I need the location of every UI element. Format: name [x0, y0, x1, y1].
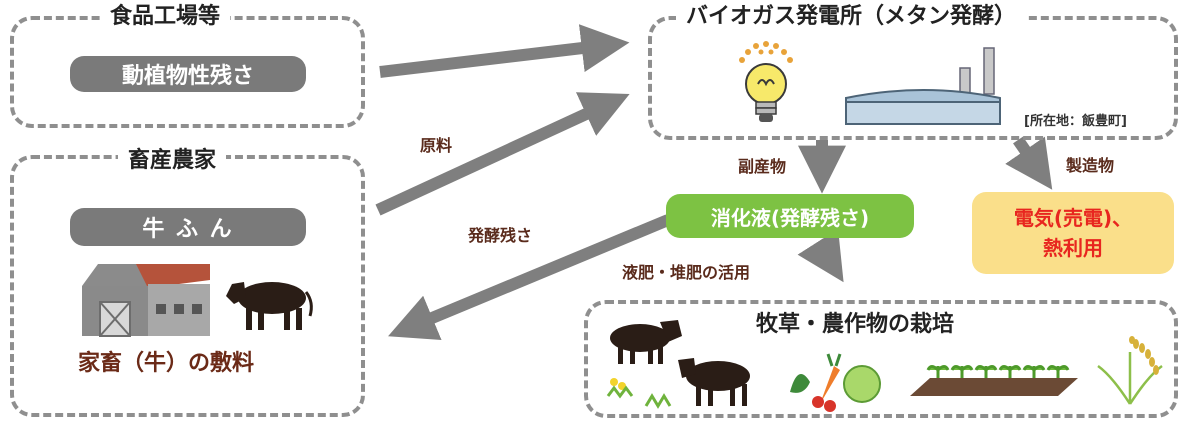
energy-box: 電気(売電)、 熱利用	[972, 192, 1174, 274]
arrow-digestate-to-farm	[388, 214, 671, 341]
light-bulb-icon	[739, 41, 793, 122]
raw-material-label: 原料	[420, 136, 453, 155]
energy-line-1: 電気(売電)、	[1013, 206, 1133, 230]
plant-location: [所在地：飯豊町]	[1024, 114, 1127, 129]
arrow-plant-to-energy	[1005, 136, 1053, 190]
cultivation-box	[584, 300, 1178, 418]
food-residue-pill: 動植物性残さ	[70, 56, 306, 92]
biogas-plant-title: バイオガス発電所（メタン発酵）	[676, 4, 1027, 30]
arrow-digestate-to-cultivation	[797, 228, 844, 283]
seedling-bed-icon	[910, 365, 1078, 396]
arrow-farm-to-plant	[375, 92, 630, 216]
arrow-food-to-plant	[379, 24, 630, 78]
byproduct-label: 副産物	[738, 157, 787, 176]
manure-pill: 牛 ふ ん	[70, 208, 306, 246]
biogas-tank-icon	[845, 47, 1001, 125]
barn-icon	[82, 264, 210, 337]
food-factory-title: 食品工場等	[100, 4, 231, 30]
digestate-return-label: 発酵残さ	[468, 226, 533, 245]
rice-plant-icon	[1097, 336, 1163, 405]
grazing-cows-icon	[606, 320, 750, 409]
bedding-label: 家畜（牛）の敷料	[78, 351, 255, 376]
product-label: 製造物	[1066, 156, 1115, 175]
digestate-pill: 消化液(発酵残さ)	[666, 194, 914, 238]
cultivation-title: 牧草・農作物の栽培	[756, 312, 955, 337]
livestock-farm-title: 畜産農家	[118, 148, 227, 174]
vegetables-icon	[790, 353, 881, 412]
fertilizer-use-label: 液肥・堆肥の活用	[622, 263, 751, 282]
cow-icon	[226, 282, 313, 330]
energy-line-2: 熱利用	[1043, 236, 1103, 260]
